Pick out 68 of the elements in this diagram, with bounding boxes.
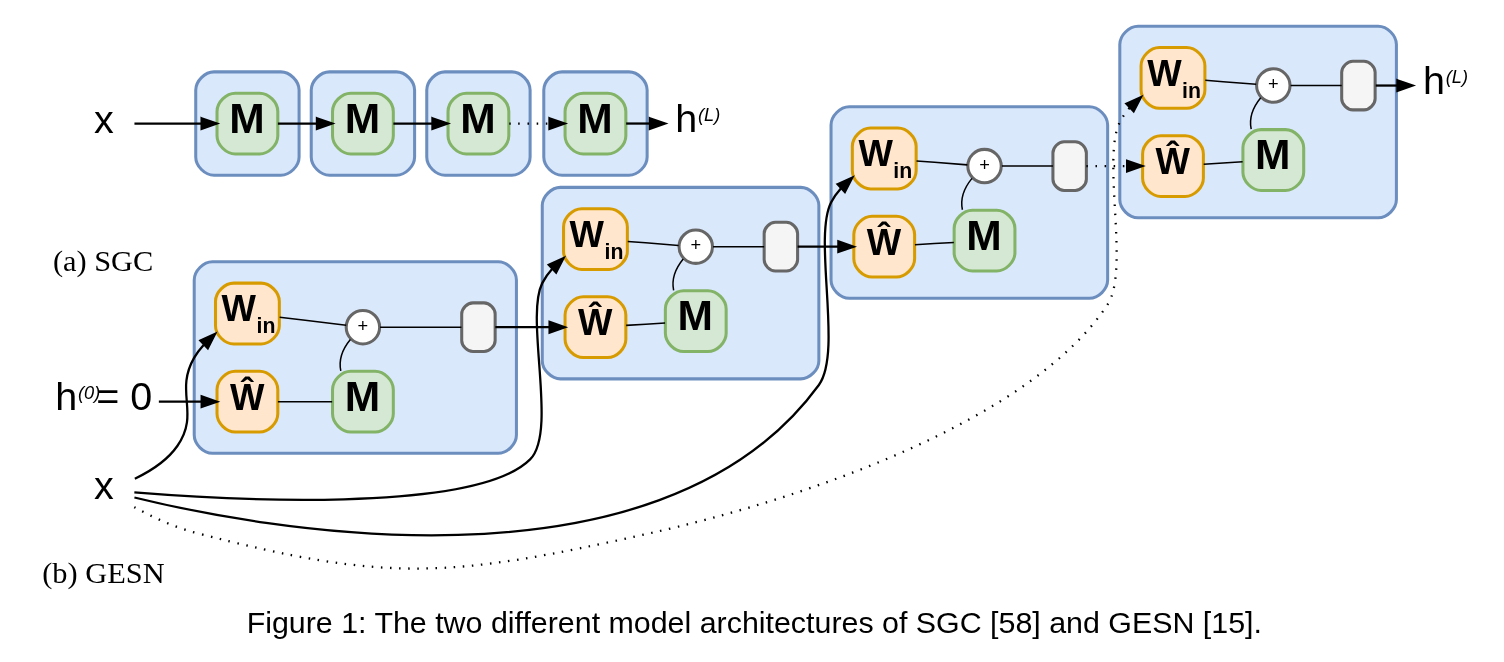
node-box: Ŵ xyxy=(215,369,280,434)
arrow xyxy=(277,116,336,131)
node-box: M xyxy=(952,208,1017,273)
cluster xyxy=(540,185,821,381)
connector xyxy=(625,322,666,327)
connector xyxy=(961,177,973,211)
node-box: Ŵ xyxy=(852,214,917,279)
connector xyxy=(712,245,765,248)
node-box xyxy=(460,301,497,354)
node-box: W$_{in}$ xyxy=(850,126,918,191)
label: (a) SGC xyxy=(52,243,154,278)
arrow xyxy=(1375,78,1417,93)
connector xyxy=(914,241,955,246)
cluster xyxy=(425,70,532,177)
cluster xyxy=(309,70,417,177)
node-box: M xyxy=(331,91,395,156)
arrow xyxy=(134,175,855,537)
connector xyxy=(672,258,684,292)
connector xyxy=(1001,165,1054,167)
connector xyxy=(1202,161,1244,166)
cluster xyxy=(194,70,301,177)
node-box: M xyxy=(563,91,628,156)
connector xyxy=(339,338,352,372)
node-box xyxy=(1051,140,1088,192)
arrow xyxy=(134,331,218,480)
node-text: x xyxy=(93,463,114,508)
node-text: x xyxy=(93,97,114,142)
node-text: h$^{(0)}$= 0 xyxy=(55,373,153,418)
connector xyxy=(1289,84,1343,87)
node-box xyxy=(762,220,800,273)
arrow xyxy=(158,394,221,409)
arrow xyxy=(495,320,569,335)
node-box: M xyxy=(1241,128,1306,192)
node-box: Ŵ xyxy=(1141,134,1205,198)
cluster xyxy=(192,260,518,455)
node-text: h$^{(L)}$ xyxy=(1423,57,1469,102)
arrow xyxy=(509,116,569,131)
arrow xyxy=(134,255,566,501)
node-box: W$_{in}$ xyxy=(562,207,629,271)
arrow xyxy=(134,116,221,131)
caption: Figure 1: The two different model architectures of SGC [58] and GESN [15]. xyxy=(246,604,1262,639)
connector xyxy=(1249,97,1262,130)
arrow xyxy=(626,116,669,131)
node-box xyxy=(1340,59,1377,112)
connector xyxy=(277,400,333,403)
node-box: Ŵ xyxy=(563,295,628,360)
node-text: h$^{(L)}$ xyxy=(675,95,721,140)
node-circle: + xyxy=(966,147,1003,185)
node-box: M xyxy=(331,369,395,434)
arrow xyxy=(393,116,452,131)
label: (b) GESN xyxy=(42,555,165,590)
cluster xyxy=(829,105,1110,300)
connector xyxy=(627,240,680,247)
connector xyxy=(915,160,969,166)
node-circle: + xyxy=(1255,67,1292,104)
arrow xyxy=(797,239,858,254)
node-circle: + xyxy=(344,308,382,346)
connector xyxy=(1204,79,1257,86)
node-box: W$_{in}$ xyxy=(214,281,281,346)
arrow xyxy=(1086,159,1146,174)
connector xyxy=(278,316,347,327)
node-circle: + xyxy=(677,228,714,265)
node-box: M xyxy=(215,91,280,156)
node-box: M xyxy=(663,289,728,354)
node-box: W$_{in}$ xyxy=(1139,46,1207,110)
node-box: M xyxy=(446,91,511,156)
arrow xyxy=(133,94,1144,570)
connector xyxy=(379,326,463,328)
